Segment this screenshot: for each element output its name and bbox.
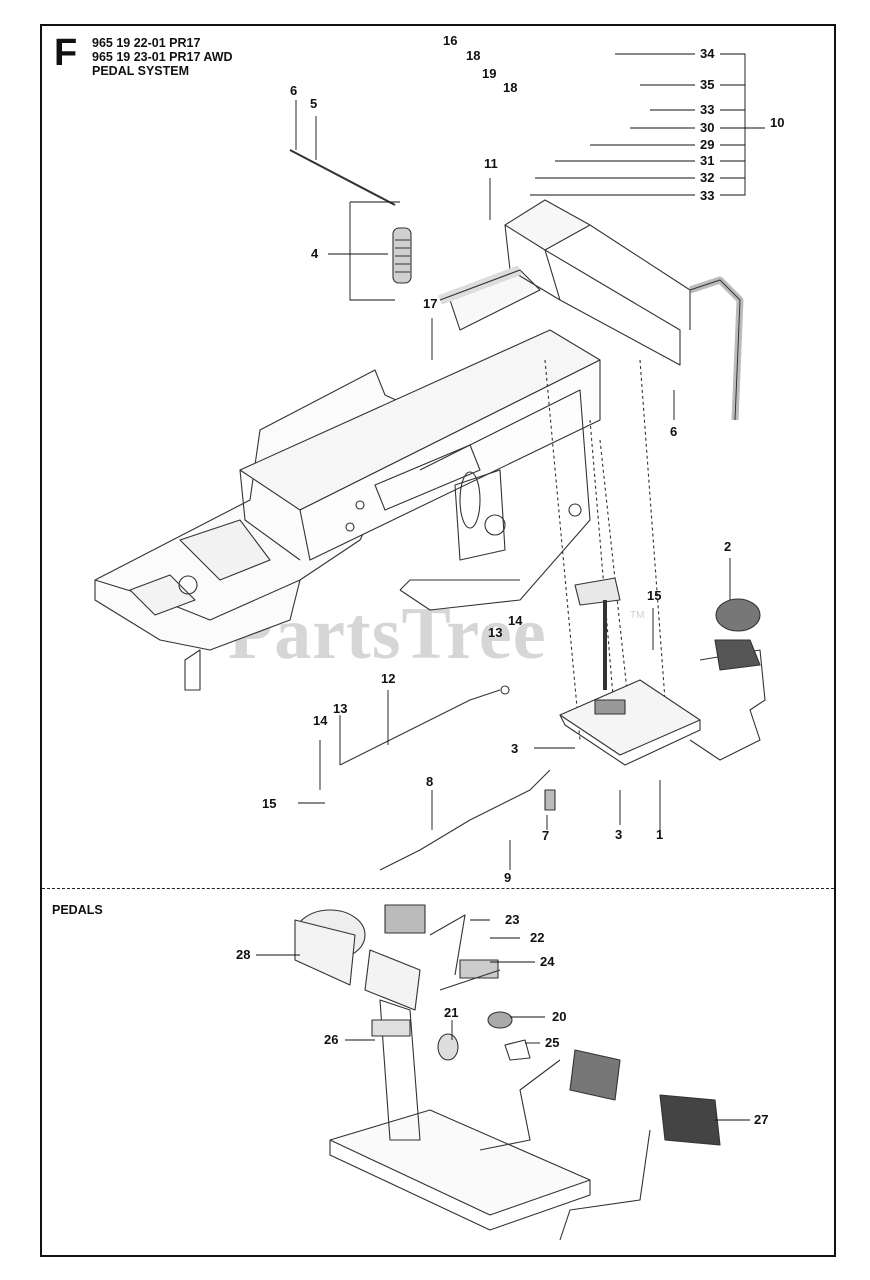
callout-label: 35 (700, 77, 715, 92)
callout-label: 26 (324, 1032, 339, 1047)
callout-label: 10 (770, 115, 785, 130)
watermark-trademark: TM (630, 610, 645, 621)
callout-label: 6 (290, 83, 298, 98)
callout-label: 3 (615, 827, 623, 842)
callout-label: 7 (542, 828, 550, 843)
callout-label: 13 (488, 625, 503, 640)
callout-label: 15 (262, 796, 277, 811)
callout-label: 34 (700, 46, 715, 61)
callout-label: 28 (236, 947, 251, 962)
diagram-frame (40, 24, 836, 1257)
callout-label: 25 (545, 1035, 560, 1050)
pedal-assembly-top (559, 577, 766, 766)
callout-leaders (256, 53, 765, 1121)
callout-label: 14 (313, 713, 328, 728)
callout-label: 6 (670, 424, 678, 439)
callout-label: 22 (530, 930, 545, 945)
diagram-header: 965 19 22-01 PR17 965 19 23-01 PR17 AWD … (92, 36, 233, 78)
callout-label: 33 (700, 102, 715, 117)
callout-label: 23 (505, 912, 520, 927)
callout-label: 17 (423, 296, 438, 311)
callout-label: 19 (482, 66, 497, 81)
callout-label: 11 (484, 156, 498, 171)
diagram-title: PEDAL SYSTEM (92, 64, 190, 78)
callout-label: 32 (700, 170, 715, 185)
callout-label: 24 (540, 954, 555, 969)
section-letter: F (54, 32, 78, 74)
section-divider (42, 888, 834, 889)
callout-label: 13 (333, 701, 348, 716)
callout-label: 16 (443, 33, 458, 48)
callout-label: 30 (700, 120, 715, 135)
callout-label: 21 (444, 1005, 459, 1020)
chassis-frame (94, 269, 601, 691)
leader-lines (544, 359, 666, 741)
callout-label: 33 (700, 188, 715, 203)
callout-label: 20 (552, 1009, 567, 1024)
callout-label: 12 (381, 671, 396, 686)
callout-label: 9 (504, 870, 512, 885)
pedals-detail-art (294, 904, 721, 1241)
pedals-section-title: PEDALS (52, 903, 103, 917)
model-line-1: 965 19 22-01 PR17 (92, 36, 201, 50)
callout-label: 3 (511, 741, 519, 756)
callout-label: 5 (310, 96, 318, 111)
callout-label: 14 (508, 613, 523, 628)
callout-label: 27 (754, 1112, 769, 1127)
callout-label: 29 (700, 137, 715, 152)
callout-label: 4 (311, 246, 319, 261)
pedal-tower (438, 199, 744, 421)
callout-label: 8 (426, 774, 434, 789)
callout-label: 18 (466, 48, 481, 63)
callout-label: 1 (656, 827, 664, 842)
callout-label: 18 (503, 80, 518, 95)
callout-label: 15 (647, 588, 662, 603)
callout-label: 31 (700, 153, 715, 168)
cables (289, 149, 556, 871)
model-line-2: 965 19 23-01 PR17 AWD (92, 50, 233, 64)
callout-label: 2 (724, 539, 732, 554)
